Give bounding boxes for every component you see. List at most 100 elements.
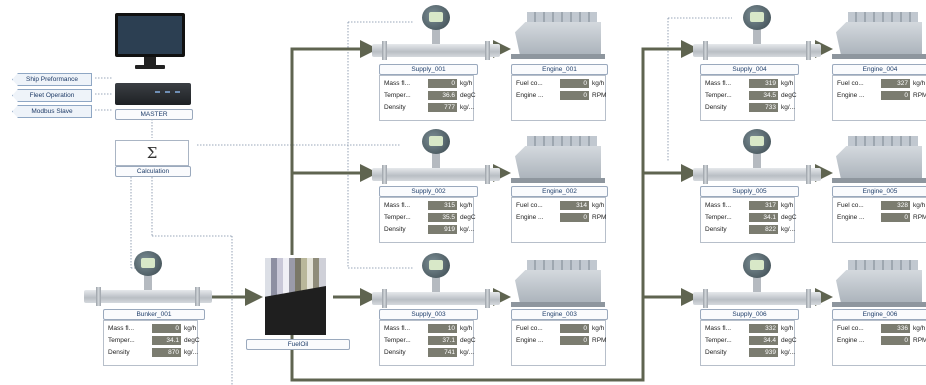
mass-flow-value: 332 [749,324,778,333]
temperature-label: Temper... [705,92,732,99]
fuel-oil-tank-icon[interactable] [265,258,326,335]
temperature-value: 34.5 [749,91,778,100]
nav-ship-performance[interactable]: Ship Preformance [12,73,92,86]
temperature-value: 34.1 [749,213,778,222]
fuel-consumption-value: 336 [881,324,910,333]
temperature-label: Temper... [108,337,135,344]
temperature-value: 34.1 [152,336,181,345]
supply-003-caption: Supply_003 [379,309,478,320]
engine-icon-006[interactable] [828,256,926,308]
fuel-consumption-label: Fuel co... [516,325,543,332]
mass-flow-label: Mass fl... [705,325,732,332]
temperature-value: 35.5 [428,213,457,222]
rpm-unit: RPM [592,214,607,221]
calculation-caption: Calculation [115,166,191,177]
engine-005-caption: Engine_005 [832,186,926,197]
engine-icon-005[interactable] [828,132,926,184]
density-value: 822 [749,225,778,234]
supply-001-caption: Supply_001 [379,64,478,75]
density-label: Density [705,226,727,233]
engine-002-caption: Engine_002 [511,186,608,197]
engine-001-caption: Engine_001 [511,64,608,75]
calculation-sum-icon[interactable]: Σ [115,140,189,166]
engine-speed-value: 0 [881,336,910,345]
flowmeter-icon-supply-001[interactable] [372,2,500,62]
mass-flow-label: Mass fl... [705,202,732,209]
temperature-value: 34.4 [749,336,778,345]
temperature-unit: degC [781,92,797,99]
mass-flow-label: Mass fl... [108,325,135,332]
density-value: 741 [428,348,457,357]
temperature-unit: degC [460,92,476,99]
mass-flow-unit: kg/h [460,325,473,332]
fuel-consumption-value: 328 [881,201,910,210]
rpm-unit: RPM [592,92,607,99]
flowmeter-icon-supply-005[interactable] [693,126,821,186]
mass-flow-unit: kg/h [781,80,794,87]
density-unit: kg/... [460,226,475,233]
flowmeter-icon-bunker[interactable] [84,248,212,308]
rpm-unit: RPM [913,214,926,221]
fuel-consumption-value: 0 [560,79,589,88]
fuel-consumption-value: 0 [560,324,589,333]
fuel-consumption-label: Fuel co... [837,202,864,209]
engine-speed-label: Engine ... [837,337,865,344]
fuel-unit: kg/h [913,202,926,209]
fuel-unit: kg/h [592,202,605,209]
temperature-unit: degC [184,337,200,344]
density-value: 733 [749,103,778,112]
engine-icon-004[interactable] [828,8,926,60]
master-controller-icon[interactable] [115,83,191,105]
mass-flow-value: 319 [749,79,778,88]
supply-006-caption: Supply_006 [700,309,799,320]
engine-icon-003[interactable] [507,256,607,308]
density-unit: kg/... [781,104,796,111]
density-unit: kg/... [460,349,475,356]
temperature-value: 37.1 [428,336,457,345]
temperature-unit: degC [460,214,476,221]
flowmeter-icon-supply-006[interactable] [693,250,821,310]
nav-fleet-operation[interactable]: Fleet Operation [12,89,92,102]
engine-speed-label: Engine ... [837,214,865,221]
fuel-consumption-label: Fuel co... [837,80,864,87]
engine-icon-001[interactable] [507,8,607,60]
engine-icon-002[interactable] [507,132,607,184]
engine-003-caption: Engine_003 [511,309,608,320]
mass-flow-label: Mass fl... [384,80,411,87]
temperature-label: Temper... [384,337,411,344]
supply-004-caption: Supply_004 [700,64,799,75]
temperature-label: Temper... [384,92,411,99]
bunker-caption: Bunker_001 [103,309,205,320]
fuel-unit: kg/h [913,80,926,87]
engine-speed-value: 0 [881,213,910,222]
density-label: Density [384,349,406,356]
rpm-unit: RPM [592,337,607,344]
engine-speed-value: 0 [560,91,589,100]
temperature-label: Temper... [705,337,732,344]
density-unit: kg/... [781,349,796,356]
nav-modbus-slave[interactable]: Modbus Slave [12,105,92,118]
density-label: Density [384,104,406,111]
density-unit: kg/... [184,349,199,356]
flowmeter-icon-supply-002[interactable] [372,126,500,186]
density-value: 777 [428,103,457,112]
density-value: 919 [428,225,457,234]
flowmeter-icon-supply-004[interactable] [693,2,821,62]
mass-flow-value: 0 [428,79,457,88]
density-value: 870 [152,348,181,357]
temperature-label: Temper... [705,214,732,221]
flowmeter-icon-supply-003[interactable] [372,250,500,310]
supply-002-caption: Supply_002 [379,186,478,197]
mass-flow-value: 10 [428,324,457,333]
